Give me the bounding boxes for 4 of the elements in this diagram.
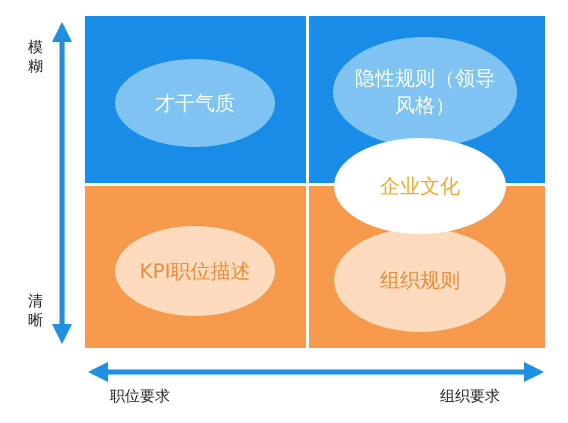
axis-label: 职位要求 (110, 387, 171, 406)
axis-label: 模糊 (28, 38, 44, 76)
axis-label: 组织要求 (440, 387, 501, 406)
axis-label: 清晰 (28, 292, 44, 330)
